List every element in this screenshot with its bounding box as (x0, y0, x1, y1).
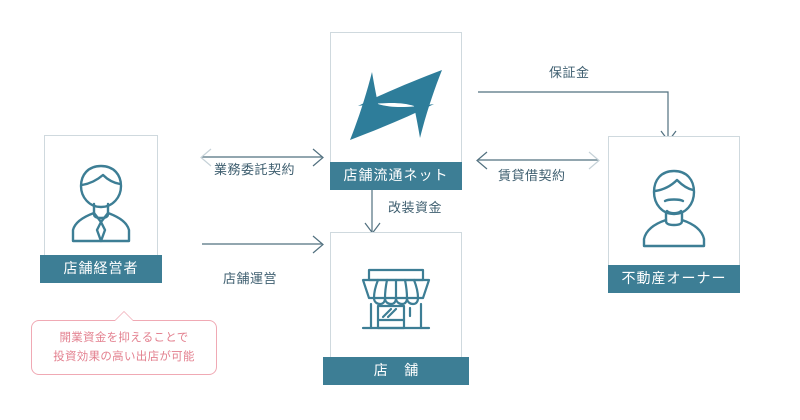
callout-line-1: 開業資金を抑えることで (59, 330, 189, 344)
edge-tenpo-unei (202, 235, 324, 254)
callout-pointer-inner (115, 312, 133, 321)
node-shop[interactable]: 店 舗 (323, 232, 469, 385)
node-label-property-owner: 不動産オーナー (608, 265, 740, 293)
property-owner-icon (609, 137, 739, 279)
edge-label-hoshokin: 保証金 (549, 66, 590, 81)
node-tenpo-ryutsu-net[interactable]: 店舗流通ネット (330, 32, 462, 190)
node-property-owner[interactable]: 不動産オーナー (608, 136, 740, 293)
edge-label-kaiso-shikin: 改装資金 (388, 201, 443, 216)
storefront-icon (331, 233, 461, 371)
edge-label-tenpo-unei: 店舗運営 (223, 272, 278, 287)
callout-line-2: 投資効果の高い出店が可能 (53, 349, 195, 363)
edge-label-chintaishaku: 賃貸借契約 (498, 169, 566, 184)
edge-label-gyomu-itaku: 業務委託契約 (214, 163, 296, 178)
edge-kaiso-shikin (364, 190, 381, 234)
businessman-icon (45, 136, 157, 269)
node-label-tenpo-ryutsu-net: 店舗流通ネット (330, 162, 462, 190)
company-logo-icon (331, 33, 461, 176)
node-label-store-manager: 店舗経営者 (40, 255, 162, 283)
edge-hoshokin (478, 91, 677, 142)
node-store-manager[interactable]: 店舗経営者 (40, 135, 162, 283)
node-label-shop: 店 舗 (323, 357, 469, 385)
benefit-callout: 開業資金を抑えることで 投資効果の高い出店が可能 (31, 311, 217, 375)
